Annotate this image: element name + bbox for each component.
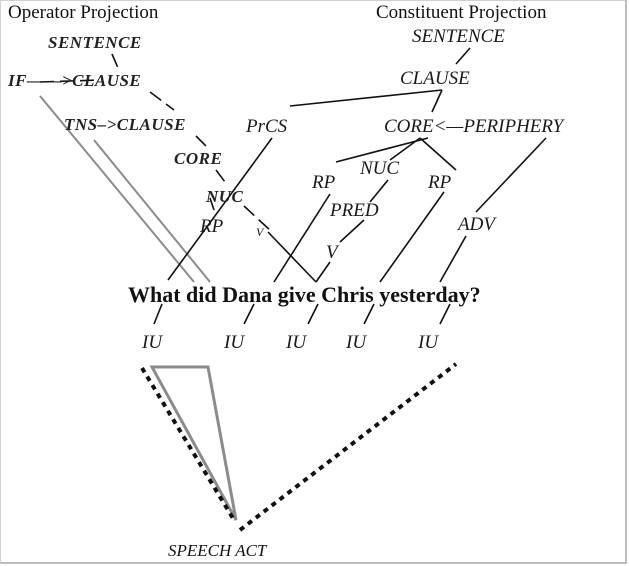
cp-line-rp1-word xyxy=(273,193,331,283)
cp-line-nuc-pred xyxy=(369,179,389,203)
op-node-tns-clause: TNS–>CLAUSE xyxy=(64,115,186,134)
op-line-core-rp xyxy=(209,197,215,211)
op-link-if xyxy=(39,95,195,283)
iu-label-5: IU xyxy=(417,332,439,353)
cp-line-core-rp2 xyxy=(419,137,457,171)
iu-line-1 xyxy=(153,303,163,325)
example-sentence: What did Dana give Chris yesterday? xyxy=(128,282,481,307)
operator-projection-lines xyxy=(39,53,273,283)
iu-lines xyxy=(153,303,451,325)
iu-label-4: IU xyxy=(345,332,367,353)
cp-line-adv-word xyxy=(439,235,467,283)
op-line-v-word xyxy=(267,231,317,283)
cp-line-v-word xyxy=(315,261,331,283)
iu-line-5 xyxy=(439,303,451,325)
op-node-rp: RP xyxy=(199,216,224,237)
speech-act-dotted-right xyxy=(238,362,458,532)
cp-node-rp2: RP xyxy=(427,172,452,193)
speech-act-triangle xyxy=(149,365,238,521)
iu-line-2 xyxy=(243,303,255,325)
cp-node-adv: ADV xyxy=(456,214,497,235)
cp-node-v: V xyxy=(326,242,340,263)
speech-act-projection xyxy=(140,362,458,532)
constituent-projection-lines xyxy=(167,47,547,283)
op-node-nuc: NUC xyxy=(205,187,244,206)
op-node-core: CORE xyxy=(174,149,222,168)
op-node-v: V xyxy=(256,225,265,239)
cp-line-pred-v xyxy=(339,219,365,243)
cp-line-clause-core xyxy=(431,89,443,113)
cp-node-clause: CLAUSE xyxy=(400,68,470,89)
cp-node-prcs: PrCS xyxy=(245,116,288,137)
op-line-clause-tns xyxy=(149,91,175,111)
iu-label-2: IU xyxy=(223,332,245,353)
cp-node-core-periphery: CORE<—PERIPHERY xyxy=(384,116,566,137)
cp-line-core-nuc xyxy=(389,137,421,161)
cp-node-pred: PRED xyxy=(329,200,379,221)
iu-line-4 xyxy=(363,303,375,325)
op-line-core-nuc xyxy=(215,169,229,187)
cp-line-rp2-word xyxy=(379,191,445,283)
operator-projection-header: Operator Projection xyxy=(8,2,159,23)
op-line-nuc-v xyxy=(243,205,273,233)
op-node-sentence: SENTENCE xyxy=(48,33,142,52)
cp-node-rp1: RP xyxy=(311,172,336,193)
op-line-tns-core xyxy=(195,135,211,151)
iu-label-1: IU xyxy=(141,332,163,353)
cp-line-clause-prcs xyxy=(289,89,443,107)
cp-line-sentence-clause xyxy=(455,47,471,65)
cp-node-sentence: SENTENCE xyxy=(412,26,505,47)
speech-act-dotted-left xyxy=(140,366,236,522)
op-node-if-clause: IF——>CLAUSE xyxy=(7,71,141,90)
cp-line-prcs-word xyxy=(167,137,273,281)
op-line-if-arrow xyxy=(39,79,101,83)
cp-line-core-rp1 xyxy=(335,137,429,163)
cp-node-nuc: NUC xyxy=(359,158,399,179)
constituent-projection-header: Constituent Projection xyxy=(376,2,547,23)
op-link-tns xyxy=(93,139,211,283)
op-line-sentence-clause xyxy=(111,53,119,69)
iu-label-3: IU xyxy=(285,332,307,353)
iu-line-3 xyxy=(307,303,319,325)
speech-act-label: SPEECH ACT xyxy=(168,541,268,560)
cp-line-periphery-adv xyxy=(475,137,547,213)
